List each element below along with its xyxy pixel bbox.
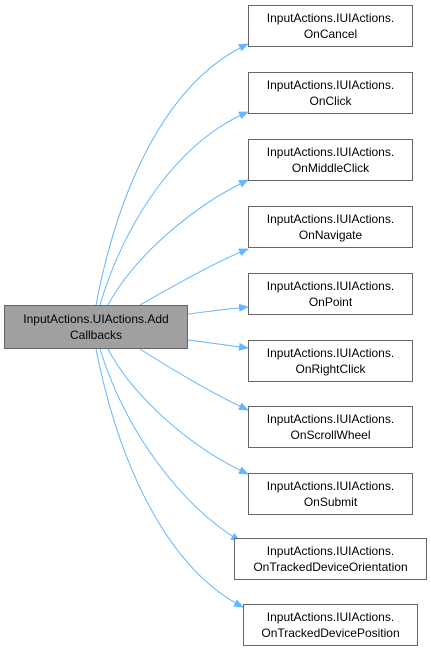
- node-label-line1: InputActions.IUIActions.: [266, 279, 395, 293]
- node-label-line2: OnRightClick: [295, 362, 366, 376]
- node-label-line1: InputActions.IUIActions.: [266, 145, 395, 159]
- node-label-line2: OnPoint: [308, 295, 353, 309]
- node-label-line2: OnCancel: [303, 27, 358, 41]
- node-label-line1: InputActions.IUIActions.: [266, 412, 395, 426]
- node-label-line1: InputActions.IUIActions.: [266, 610, 395, 624]
- node-on-click[interactable]: InputActions.IUIActions. OnClick: [248, 72, 413, 114]
- node-label-line1: InputActions.IUIActions.: [266, 78, 395, 92]
- source-node-label-line2: Callbacks: [69, 328, 123, 342]
- edge-to-on-cancel: [95, 43, 249, 306]
- node-on-right-click[interactable]: InputActions.IUIActions. OnRightClick: [248, 340, 413, 382]
- edge-to-on-tracked-device-position: [95, 348, 244, 608]
- node-label-line2: OnMiddleClick: [291, 161, 370, 175]
- edge-to-on-tracked-device-orientation: [99, 348, 241, 542]
- node-label-line1: InputActions.IUIActions.: [266, 11, 395, 25]
- edge-to-on-point: [187, 303, 249, 315]
- node-label-line2: OnClick: [309, 94, 352, 108]
- node-label-line1: InputActions.IUIActions.: [266, 212, 395, 226]
- node-on-submit[interactable]: InputActions.IUIActions. OnSubmit: [248, 473, 413, 515]
- node-label-line2: OnNavigate: [298, 228, 363, 242]
- node-on-tracked-device-orientation[interactable]: InputActions.IUIActions. OnTrackedDevice…: [234, 538, 427, 580]
- node-on-middle-click[interactable]: InputActions.IUIActions. OnMiddleClick: [248, 139, 413, 181]
- node-label-line1: InputActions.IUIActions.: [266, 479, 395, 493]
- source-node-add-callbacks: InputActions.UIActions.Add Callbacks: [4, 305, 188, 349]
- node-label-line1: InputActions.IUIActions.: [266, 346, 395, 360]
- node-label-line2: OnTrackedDevicePosition: [261, 626, 400, 640]
- node-on-scroll-wheel[interactable]: InputActions.IUIActions. OnScrollWheel: [248, 406, 413, 448]
- edge-to-on-right-click: [187, 339, 249, 351]
- node-label-line2: OnScrollWheel: [290, 428, 371, 442]
- edge-to-on-click: [99, 111, 249, 306]
- node-label-line2: OnTrackedDeviceOrientation: [253, 560, 408, 574]
- node-on-cancel[interactable]: InputActions.IUIActions. OnCancel: [248, 5, 413, 47]
- source-node-label-line1: InputActions.UIActions.Add: [23, 312, 169, 326]
- edge-to-on-scroll-wheel: [139, 348, 249, 411]
- edge-to-on-middle-click: [107, 179, 249, 306]
- node-on-point[interactable]: InputActions.IUIActions. OnPoint: [248, 273, 413, 315]
- node-on-navigate[interactable]: InputActions.IUIActions. OnNavigate: [248, 206, 413, 248]
- node-label-line1: InputActions.IUIActions.: [266, 544, 395, 558]
- node-label-line2: OnSubmit: [303, 495, 358, 509]
- node-on-tracked-device-position[interactable]: InputActions.IUIActions. OnTrackedDevice…: [243, 604, 418, 646]
- edge-to-on-navigate: [139, 248, 249, 306]
- edge-to-on-submit: [107, 348, 249, 475]
